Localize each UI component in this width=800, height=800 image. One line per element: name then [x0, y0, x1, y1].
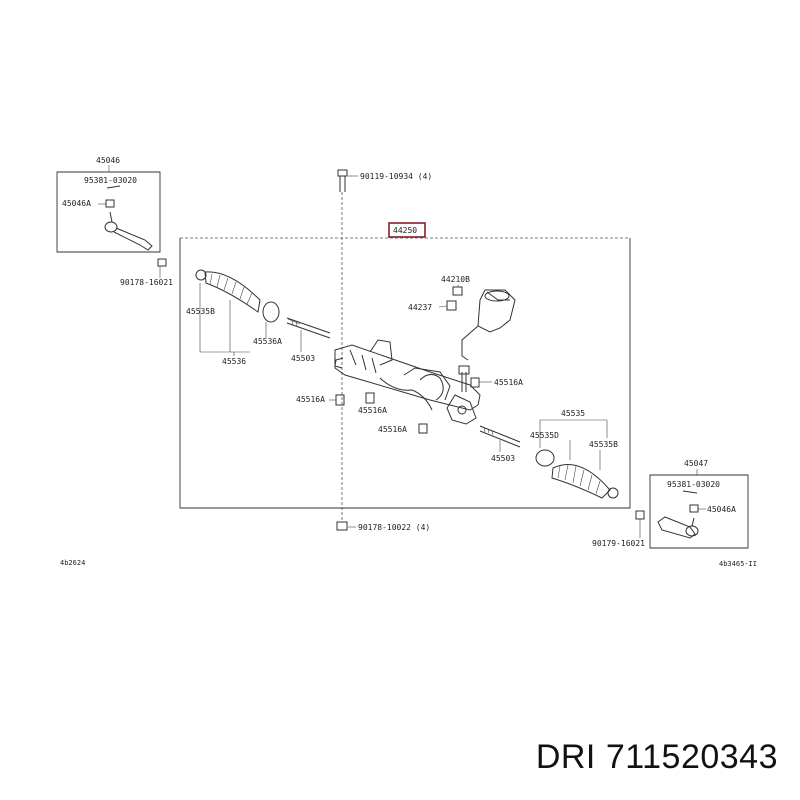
valve-nut — [452, 286, 463, 296]
rack-housing — [334, 339, 481, 425]
right-tie-rod-nut — [635, 510, 645, 520]
label-left-clip: 45536A — [253, 337, 282, 346]
label-left-tie-rod-end: 45046 — [96, 156, 120, 165]
label-bottom-nut: 90178-10022 (4) — [358, 523, 430, 532]
label-right-nut: 45046A — [707, 505, 736, 514]
left-clip — [262, 301, 280, 323]
right-tie-rod — [479, 425, 521, 448]
label-top-bolt: 90119-10934 (4) — [360, 172, 432, 181]
right-boot — [551, 464, 611, 499]
label-right-cotter-pin: 95381-03020 — [667, 480, 720, 489]
right-tie-rod-end — [657, 516, 699, 539]
label-right-boot-kit: 45535 — [561, 409, 585, 418]
label-right-clip: 45535D — [530, 431, 559, 440]
left-tie-rod-end-box — [56, 165, 161, 253]
left-tie-rod-end — [104, 211, 153, 251]
label-left-cotter-pin: 95381-03020 — [84, 176, 137, 185]
left-nut — [105, 199, 115, 208]
right-clip — [535, 449, 555, 467]
label-valve-bolt: 44237 — [408, 303, 432, 312]
top-bolt — [337, 169, 348, 192]
highlight-box-44250 — [388, 222, 426, 238]
label-left-tie-rod-nut: 90178-16021 — [120, 278, 173, 287]
label-right-boot: 45535B — [589, 440, 618, 449]
label-grommet-lower: 45516A — [378, 425, 407, 434]
left-cotter-pin — [106, 185, 121, 189]
label-rack-assembly: 44250 — [393, 226, 417, 235]
label-grommet-left: 45516A — [296, 395, 325, 404]
right-cotter-pin — [682, 490, 698, 494]
grommet-right — [470, 377, 480, 388]
label-valve-cover: 44210B — [441, 275, 470, 284]
label-grommet-right: 45516A — [494, 378, 523, 387]
grommet-lower — [418, 423, 428, 434]
right-nut — [689, 504, 699, 513]
label-left-nut: 45046A — [62, 199, 91, 208]
label-code-left: 4b2624 — [60, 559, 85, 567]
label-right-tie-rod: 45503 — [491, 454, 515, 463]
bottom-nut — [336, 521, 348, 531]
label-right-tie-rod-nut: 90179-16021 — [592, 539, 645, 548]
label-left-boot-kit: 45535B — [186, 307, 215, 316]
left-tie-rod — [286, 317, 331, 339]
left-clamp-small — [195, 269, 207, 281]
valve-bolt — [446, 300, 457, 311]
right-clamp-small — [607, 487, 619, 499]
valve-cover — [461, 289, 516, 361]
brand-part-number: DRI 711520343 — [535, 738, 778, 776]
label-right-tie-rod-end: 45047 — [684, 459, 708, 468]
label-grommet-center: 45516A — [358, 406, 387, 415]
rack-assembly-box — [179, 237, 631, 509]
label-code-right: 4b3465-II — [719, 560, 757, 568]
grommet-left — [335, 394, 345, 406]
left-tie-rod-nut — [157, 258, 167, 267]
grommet-center — [365, 392, 375, 404]
right-tie-rod-end-box — [649, 474, 749, 549]
left-boot — [204, 271, 261, 313]
label-left-clip-group: 45536 — [222, 357, 246, 366]
label-left-tie-rod: 45503 — [291, 354, 315, 363]
